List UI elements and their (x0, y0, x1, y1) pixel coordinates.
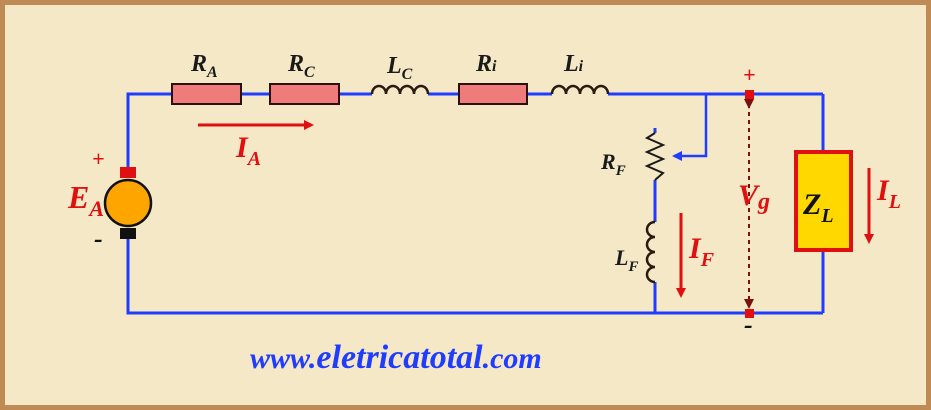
wires (126, 92, 825, 315)
label-ia: IA (235, 131, 261, 170)
vg-terminal-top (745, 90, 754, 99)
label-ra: RA (190, 51, 218, 81)
polarity-minus-vg: - (744, 310, 753, 339)
dc-source (103, 178, 153, 228)
resistor-rc (269, 83, 340, 105)
inductor-lc (370, 84, 430, 95)
label-zl: ZL (802, 188, 834, 227)
label-lf: LF (614, 245, 638, 275)
resistor-ra (171, 83, 242, 105)
source-terminal-top (120, 167, 136, 178)
rheostat-wiper (672, 94, 708, 161)
label-ea: EA (67, 179, 104, 221)
vg-terminal-bottom (745, 309, 754, 318)
website-link[interactable]: www.eletricatotal.com (250, 339, 542, 376)
inductor-lf (645, 220, 656, 284)
label-rf: RF (600, 149, 626, 179)
rheostat-rf (644, 132, 666, 181)
polarity-minus-source: - (94, 224, 103, 253)
inductor-li (550, 84, 610, 95)
label-li: Li (563, 51, 584, 77)
label-il: IL (876, 174, 901, 213)
label-ri: Ri (475, 51, 497, 77)
load-zl (794, 150, 853, 252)
source-terminal-bottom (120, 228, 136, 239)
label-vg: Vg (738, 179, 770, 215)
polarity-plus-source: + (92, 146, 105, 171)
resistor-ri (458, 83, 528, 105)
label-lc: LC (386, 53, 413, 83)
label-if: IF (688, 232, 715, 271)
polarity-plus-vg: + (743, 62, 756, 87)
label-rc: RC (287, 51, 315, 81)
